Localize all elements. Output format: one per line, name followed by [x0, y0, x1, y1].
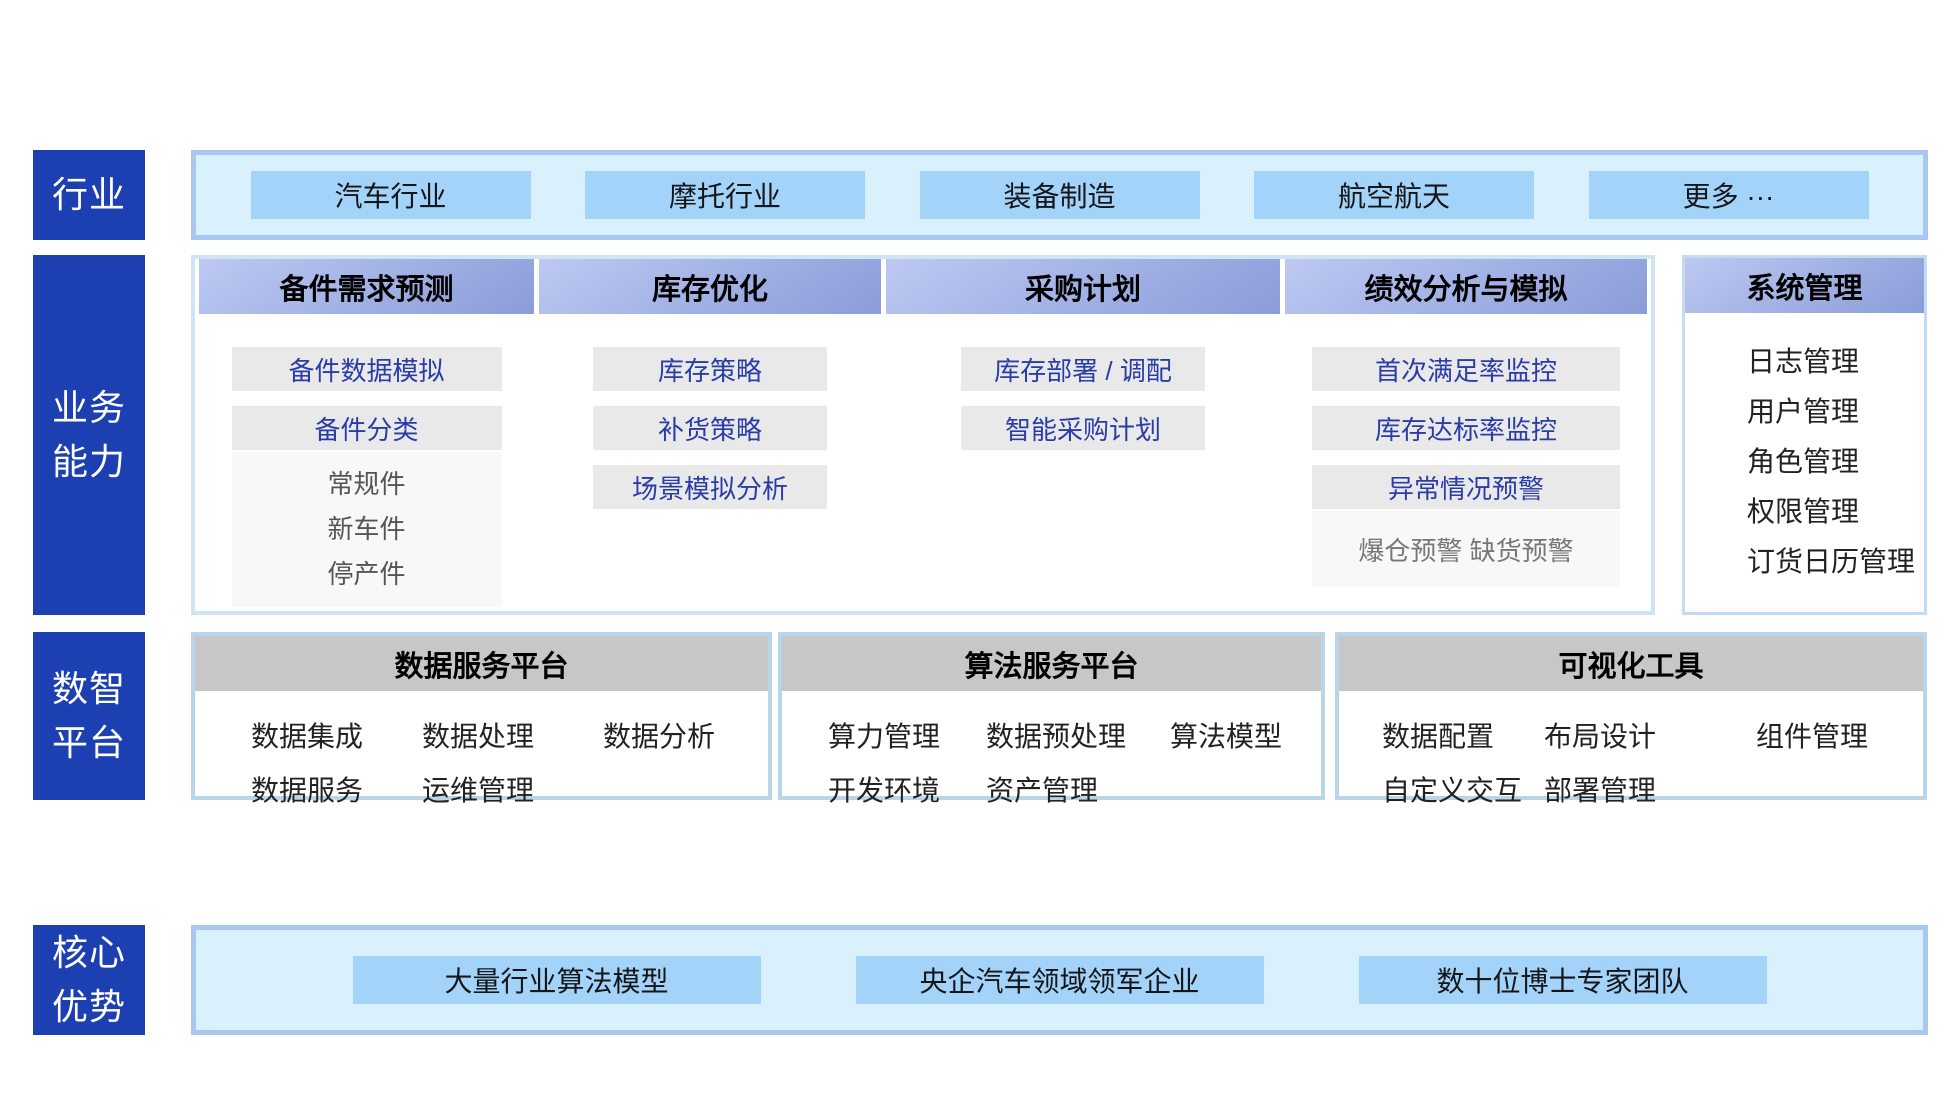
platform-header-visualization-tools: 可视化工具	[1339, 636, 1923, 691]
industry-chip-more[interactable]: 更多 ···	[1588, 171, 1869, 219]
alert-types-box: 爆仓预警 缺货预警	[1312, 511, 1620, 587]
platform-box-visualization-tools: 可视化工具 数据配置 布局设计 组件管理 自定义交互 部署管理	[1335, 632, 1927, 806]
sys-item-role-management: 角色管理	[1747, 446, 1860, 477]
plat-item-deployment-management: 部署管理	[1544, 775, 1657, 806]
plat-item-data-integration: 数据集成	[251, 721, 364, 752]
plat-item-ops-management: 运维管理	[422, 775, 535, 806]
capability-link-scenario-simulation[interactable]: 场景模拟分析	[593, 465, 827, 509]
industry-chip-motorcycle[interactable]: 摩托行业	[585, 171, 865, 219]
alert-types-text: 爆仓预警 缺货预警	[1358, 535, 1574, 566]
plat-item-compute-management: 算力管理	[828, 721, 941, 752]
sys-item-order-calendar-management: 订货日历管理	[1747, 546, 1916, 577]
plat-item-data-processing: 数据处理	[422, 721, 535, 752]
row-label-advantages-line2: 优势	[51, 986, 126, 1027]
plat-item-dev-environment: 开发环境	[828, 775, 941, 806]
industry-strip: 汽车行业 摩托行业 装备制造 航空航天 更多 ···	[191, 150, 1928, 240]
sys-item-log-management: 日志管理	[1747, 346, 1860, 377]
sys-item-user-management: 用户管理	[1747, 396, 1860, 427]
row-label-industry-text: 行业	[51, 174, 126, 215]
column-header-procurement-plan: 采购计划	[886, 259, 1280, 314]
system-management-box: 系统管理 日志管理 用户管理 角色管理 权限管理 订货日历管理	[1682, 255, 1927, 615]
advantage-chip-leading-enterprise[interactable]: 央企汽车领域领军企业	[855, 956, 1264, 1004]
capability-link-first-fill-rate[interactable]: 首次满足率监控	[1312, 347, 1620, 391]
sys-item-permission-management: 权限管理	[1747, 496, 1860, 527]
platform-box-data-service: 数据服务平台 数据集成 数据处理 数据分析 数据服务 运维管理	[191, 632, 772, 806]
column-header-performance-analysis: 绩效分析与模拟	[1285, 259, 1647, 314]
platform-header-data-service: 数据服务平台	[195, 636, 768, 691]
row-label-business-line2: 能力	[51, 441, 126, 482]
plat-item-algorithm-model: 算法模型	[1170, 721, 1283, 752]
industry-chip-equipment[interactable]: 装备制造	[919, 171, 1200, 219]
system-management-header: 系统管理	[1685, 258, 1924, 313]
capability-link-inventory-strategy[interactable]: 库存策略	[593, 347, 827, 391]
column-procurement-plan: 采购计划 库存部署 / 调配 智能采购计划	[886, 259, 1280, 611]
column-header-demand-forecast: 备件需求预测	[199, 259, 534, 314]
row-label-platform-line1: 数智	[51, 668, 126, 709]
advantage-chip-algorithm-models[interactable]: 大量行业算法模型	[352, 956, 761, 1004]
capability-link-inventory-compliance[interactable]: 库存达标率监控	[1312, 406, 1620, 450]
column-header-inventory-optimization: 库存优化	[539, 259, 881, 314]
row-label-advantages: 核心 优势	[33, 925, 145, 1035]
plat-item-data-config: 数据配置	[1382, 721, 1495, 752]
capability-link-spare-classification[interactable]: 备件分类	[231, 406, 502, 450]
capability-link-smart-procurement[interactable]: 智能采购计划	[961, 406, 1205, 450]
row-label-platform-line2: 平台	[51, 722, 126, 763]
column-demand-forecast: 备件需求预测 备件数据模拟 备件分类 常规件 新车件 停产件	[199, 259, 534, 611]
plat-item-layout-design: 布局设计	[1544, 721, 1657, 752]
capability-link-replenishment-strategy[interactable]: 补货策略	[593, 406, 827, 450]
plat-item-custom-interaction: 自定义交互	[1382, 775, 1523, 806]
plat-item-component-management: 组件管理	[1756, 721, 1869, 752]
advantages-strip: 大量行业算法模型 央企汽车领域领军企业 数十位博士专家团队	[191, 925, 1928, 1035]
plat-item-data-service: 数据服务	[251, 775, 364, 806]
platform-box-algorithm-service: 算法服务平台 算力管理 数据预处理 算法模型 开发环境 资产管理	[778, 632, 1325, 806]
capability-link-abnormal-alert[interactable]: 异常情况预警	[1312, 465, 1620, 509]
part-type-regular: 常规件	[327, 469, 406, 499]
part-type-new: 新车件	[327, 514, 406, 544]
plat-item-data-analysis: 数据分析	[603, 721, 716, 752]
row-label-platform: 数智 平台	[33, 632, 145, 800]
row-label-business: 业务 能力	[33, 255, 145, 615]
capability-link-spare-data-simulation[interactable]: 备件数据模拟	[231, 347, 502, 391]
plat-item-data-preprocessing: 数据预处理	[986, 721, 1127, 752]
advantage-chip-phd-team[interactable]: 数十位博士专家团队	[1358, 956, 1767, 1004]
platform-header-algorithm-service: 算法服务平台	[782, 636, 1321, 691]
industry-chip-aerospace[interactable]: 航空航天	[1254, 171, 1534, 219]
capability-link-inventory-deployment[interactable]: 库存部署 / 调配	[961, 347, 1205, 391]
part-type-discontinued: 停产件	[327, 559, 406, 589]
spare-part-types-box: 常规件 新车件 停产件	[231, 452, 502, 607]
industry-chip-automotive[interactable]: 汽车行业	[250, 171, 531, 219]
business-capability-container: 备件需求预测 备件数据模拟 备件分类 常规件 新车件 停产件 库存优化 库存策略…	[191, 255, 1655, 615]
row-label-industry: 行业	[33, 150, 145, 240]
column-performance-analysis: 绩效分析与模拟 首次满足率监控 库存达标率监控 异常情况预警 爆仓预警 缺货预警	[1285, 259, 1647, 611]
plat-item-asset-management: 资产管理	[986, 775, 1099, 806]
row-label-advantages-line1: 核心	[51, 932, 126, 973]
column-inventory-optimization: 库存优化 库存策略 补货策略 场景模拟分析	[539, 259, 881, 611]
row-label-business-line1: 业务	[51, 387, 126, 428]
